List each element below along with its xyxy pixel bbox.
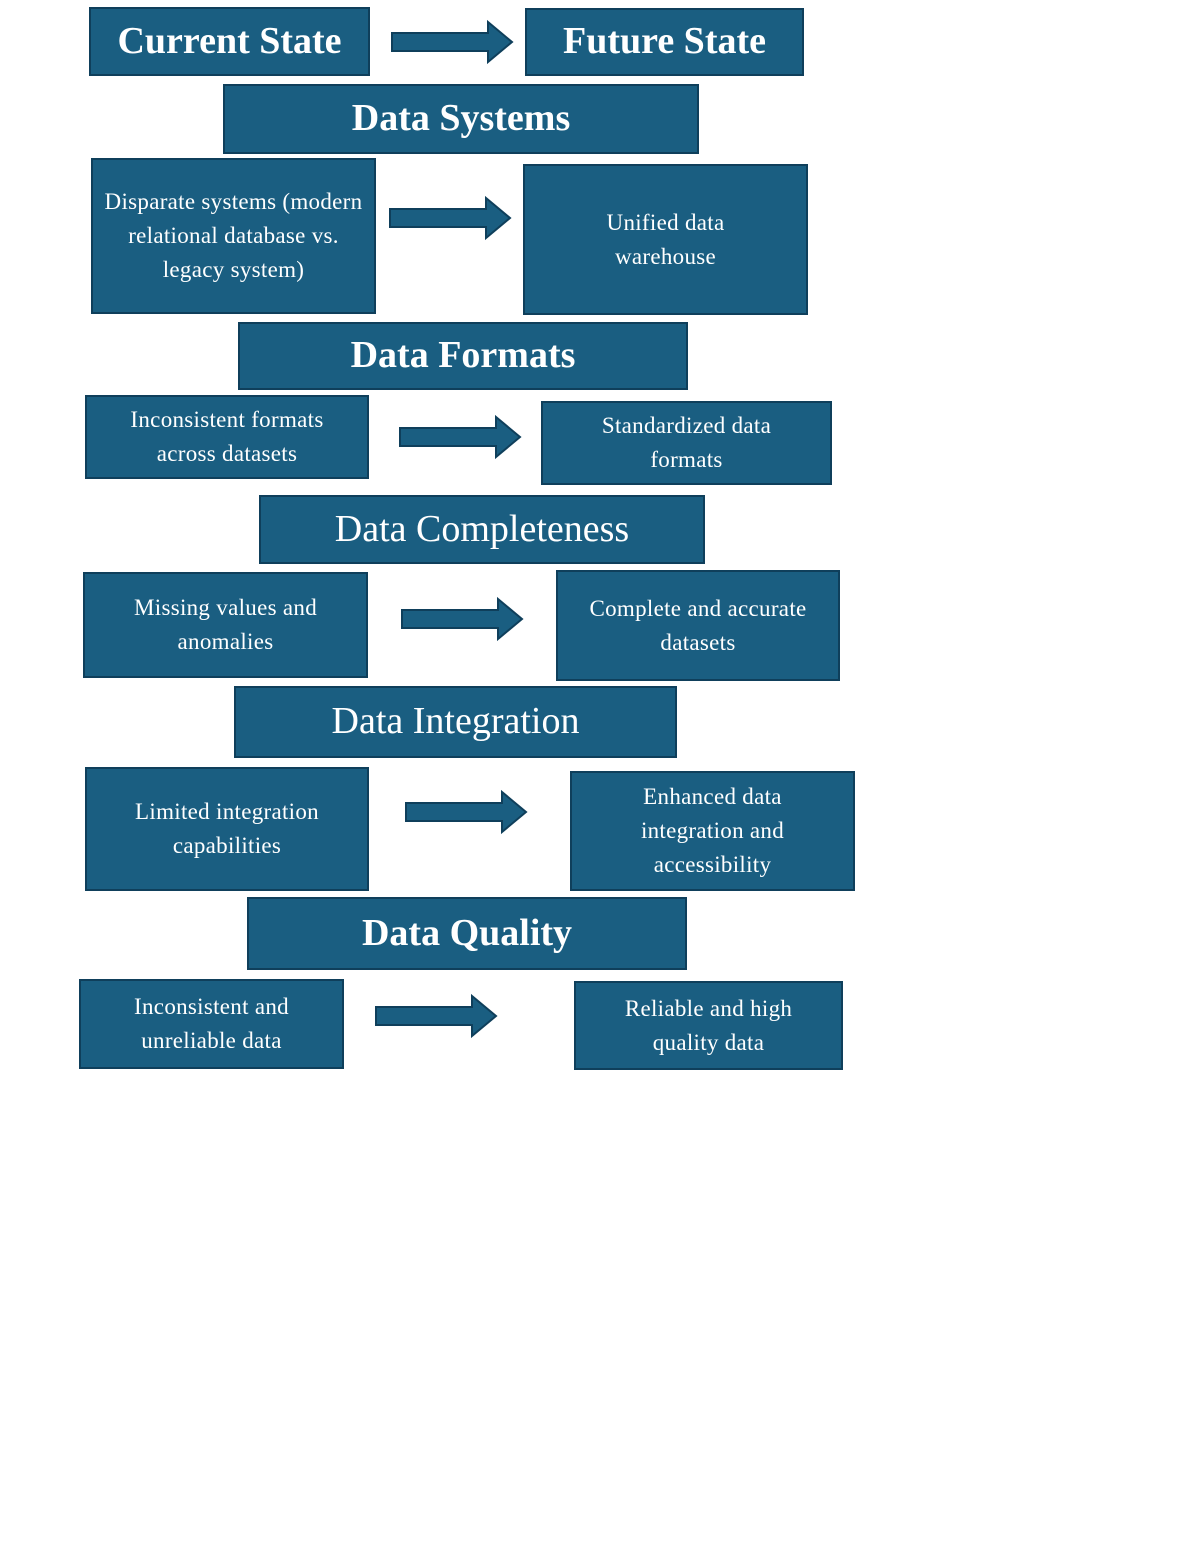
section-title-label: Data Integration xyxy=(331,700,580,743)
future-state-text: Complete and accurate datasets xyxy=(589,595,807,655)
future-state-box: Reliable and high quality data xyxy=(574,981,843,1070)
section-title-data-completeness: Data Completeness xyxy=(259,495,705,564)
future-state-box: Unified data warehouse xyxy=(523,164,808,315)
current-state-text: Inconsistent and unreliable data xyxy=(134,994,289,1053)
section-title-data-systems: Data Systems xyxy=(223,84,699,154)
section-title-data-integration: Data Integration xyxy=(234,686,677,758)
section-title-label: Data Quality xyxy=(361,911,573,954)
current-state-text: Limited integration capabilities xyxy=(135,799,319,858)
current-state-text: Missing values and anomalies xyxy=(134,595,317,654)
future-state-box: Standardized data formats xyxy=(541,401,832,485)
current-state-header: Current State xyxy=(89,7,370,76)
arrow-right-icon xyxy=(401,596,524,642)
current-state-box: Inconsistent formats across datasets xyxy=(85,395,369,479)
arrow-right-icon xyxy=(375,993,498,1039)
future-state-text: Reliable and high quality data xyxy=(624,995,793,1055)
current-state-box: Missing values and anomalies xyxy=(83,572,368,678)
current-state-label: Current State xyxy=(117,19,342,62)
future-state-text: Standardized data formats xyxy=(601,413,772,472)
section-title-data-formats: Data Formats xyxy=(238,322,688,390)
current-state-box: Disparate systems (modern relational dat… xyxy=(91,158,376,314)
arrow-right-icon xyxy=(389,195,512,241)
future-state-text: Enhanced data integration and accessibil… xyxy=(640,784,785,877)
current-state-box: Limited integration capabilities xyxy=(85,767,369,891)
future-state-text: Unified data warehouse xyxy=(606,209,725,269)
future-state-box: Complete and accurate datasets xyxy=(556,570,840,681)
section-title-label: Data Formats xyxy=(350,334,576,377)
section-title-label: Data Systems xyxy=(351,97,571,140)
current-state-box: Inconsistent and unreliable data xyxy=(79,979,344,1069)
future-state-header: Future State xyxy=(525,8,804,76)
current-state-text: Inconsistent formats across datasets xyxy=(130,407,324,466)
arrow-right-icon xyxy=(399,414,522,460)
future-state-box: Enhanced data integration and accessibil… xyxy=(570,771,855,891)
arrow-right-icon xyxy=(391,19,514,65)
arrow-right-icon xyxy=(405,789,528,835)
section-title-label: Data Completeness xyxy=(334,507,630,550)
current-state-text: Disparate systems (modern relational dat… xyxy=(104,189,363,282)
future-state-label: Future State xyxy=(563,20,766,63)
section-title-data-quality: Data Quality xyxy=(247,897,687,970)
